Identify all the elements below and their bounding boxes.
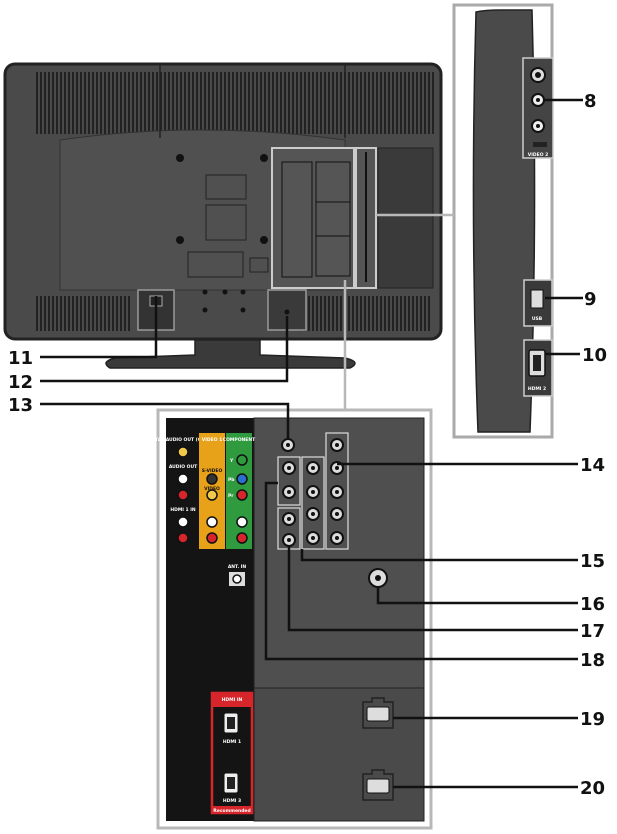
callout-10: 10 — [582, 345, 607, 366]
callout-19: 19 — [580, 709, 605, 730]
leader-lines — [40, 98, 583, 789]
callout-17: 17 — [580, 621, 605, 642]
hdmi3-label: HDMI 3 — [223, 798, 241, 804]
pr-label: Pr — [228, 493, 234, 499]
callout-16: 16 — [580, 594, 605, 615]
callout-13: 13 — [8, 395, 33, 416]
callout-15: 15 — [580, 551, 605, 572]
callout-9: 9 — [584, 289, 597, 310]
video-label: VIDEO — [204, 486, 220, 492]
usb-label: USB — [532, 316, 543, 322]
tv-rear-view — [3, 62, 443, 369]
callout-12: 12 — [8, 372, 33, 393]
hdmi-in-header: HDMI IN — [222, 697, 243, 703]
callout-11: 11 — [8, 348, 33, 369]
component-label: COMPONENT — [223, 437, 256, 443]
hdmi1-label: HDMI 1 — [223, 739, 241, 745]
digital-audio-out-label: DIGITAL AUDIO OUT (COAXIAL) — [144, 437, 221, 443]
video2-label: VIDEO 2 — [528, 152, 549, 158]
callout-20: 20 — [580, 778, 605, 799]
tv-side-view: VIDEO 2 USB HDMI 2 — [343, 3, 554, 439]
ant-in-label: ANT. IN — [228, 564, 247, 570]
svideo-label: S-VIDEO — [202, 468, 223, 474]
hdmi2-label: HDMI 2 — [528, 386, 546, 392]
y-label: Y — [229, 458, 234, 464]
callout-18: 18 — [580, 650, 605, 671]
video1-label: VIDEO 1 — [202, 437, 223, 443]
audio-out-label: AUDIO OUT — [169, 464, 198, 470]
recommended-label: Recommended — [213, 808, 250, 814]
callout-8: 8 — [584, 91, 597, 112]
pb-label: Pb — [228, 477, 235, 483]
rear-panel-detail: DIGITAL AUDIO OUT (COAXIAL) AUDIO OUT HD… — [144, 408, 433, 830]
callout-14: 14 — [580, 455, 605, 476]
hdmi1-audio-label: HDMI 1 IN — [170, 507, 196, 513]
